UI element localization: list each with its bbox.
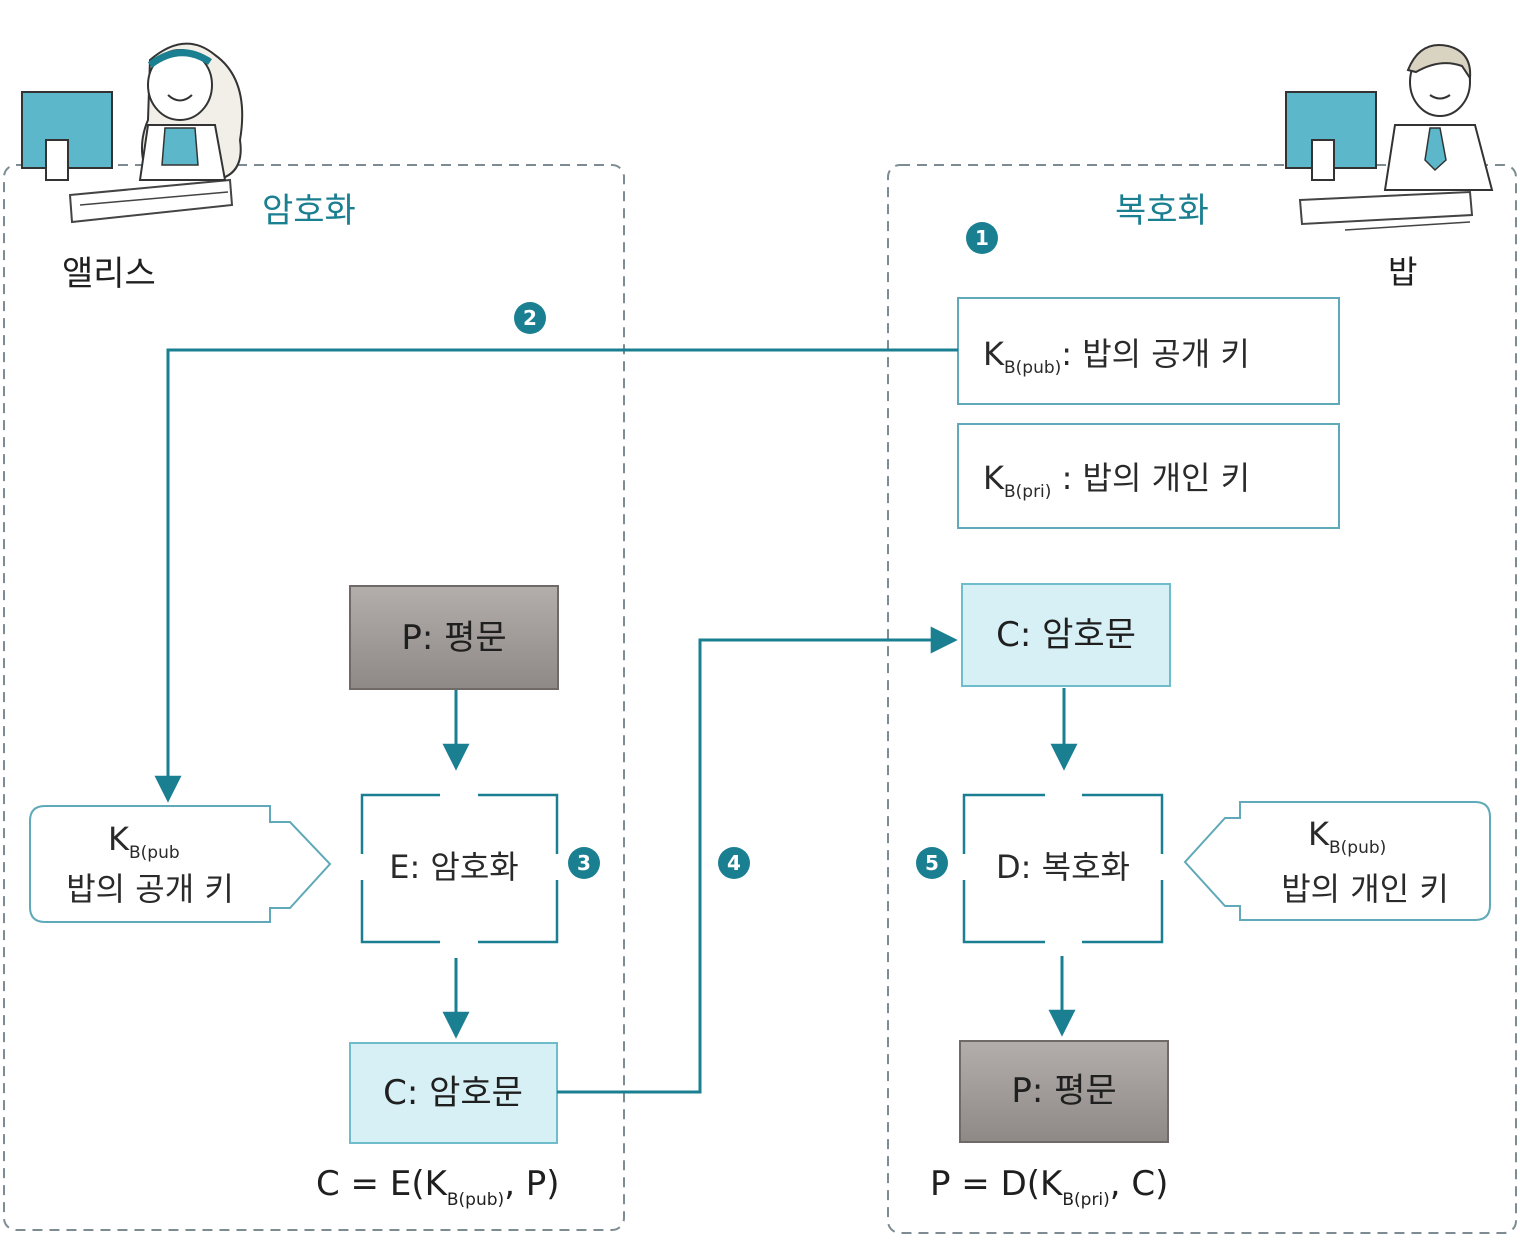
bob-key-callout-k: KB(pub) [1308,815,1386,858]
decrypt-box [962,793,1164,944]
bob-key-callout-desc: 밥의 개인 키 [1281,870,1449,908]
bob-name: 밥 [1388,253,1417,291]
encryption-formula: C = E(KB(pub), P) [316,1164,560,1210]
bob-plaintext-label: P: 평문 [1011,1071,1116,1111]
decryption-title: 복호화 [1115,191,1209,231]
bob-ciphertext-box [961,583,1171,687]
svg-text:5: 5 [925,851,939,875]
svg-text:3: 3 [577,851,591,875]
encrypt-box [360,793,559,944]
alice-name: 앨리스 [62,254,156,294]
alice-key-callout-k: KB(pub [108,820,180,863]
alice-illustration [21,42,244,224]
svg-text:4: 4 [727,851,741,875]
alice-plaintext-box [349,585,559,690]
bob-private-key-box [957,423,1340,529]
encryption-title: 암호화 [262,191,356,231]
encrypt-label: E: 암호화 [389,848,519,886]
bob-illustration [1285,44,1494,231]
alice-key-callout [29,805,332,923]
ciphertext-transfer-arrow [557,626,958,1094]
decrypt-label: D: 복호화 [996,848,1130,886]
alice-ciphertext-label: C: 암호문 [383,1073,523,1113]
encryption-region [3,164,625,1231]
bob-ciphertext-label: C: 암호문 [996,615,1136,655]
bob-plaintext-box [959,1040,1169,1143]
alice-ciphertext-box [349,1042,558,1144]
public-key-transfer-arrow [154,348,958,803]
step-marker-2: 2 [514,302,546,334]
bob-public-key-label: KB(pub): 밥의 공개 키 [983,335,1250,378]
alice-key-callout-desc: 밥의 공개 키 [66,870,234,908]
bob-private-key-label: KB(pri) : 밥의 개인 키 [983,459,1250,502]
decryption-region [887,164,1517,1234]
alice-plaintext-label: P: 평문 [401,618,506,658]
svg-text:1: 1 [975,226,989,250]
bob-key-callout [1183,801,1491,921]
decryption-formula: P = D(KB(pri), C) [930,1164,1168,1210]
step-marker-1: 1 [966,222,998,254]
svg-text:2: 2 [523,306,537,330]
step-marker-5: 5 [916,847,948,879]
step-marker-3: 3 [568,847,600,879]
step-marker-4: 4 [718,847,750,879]
